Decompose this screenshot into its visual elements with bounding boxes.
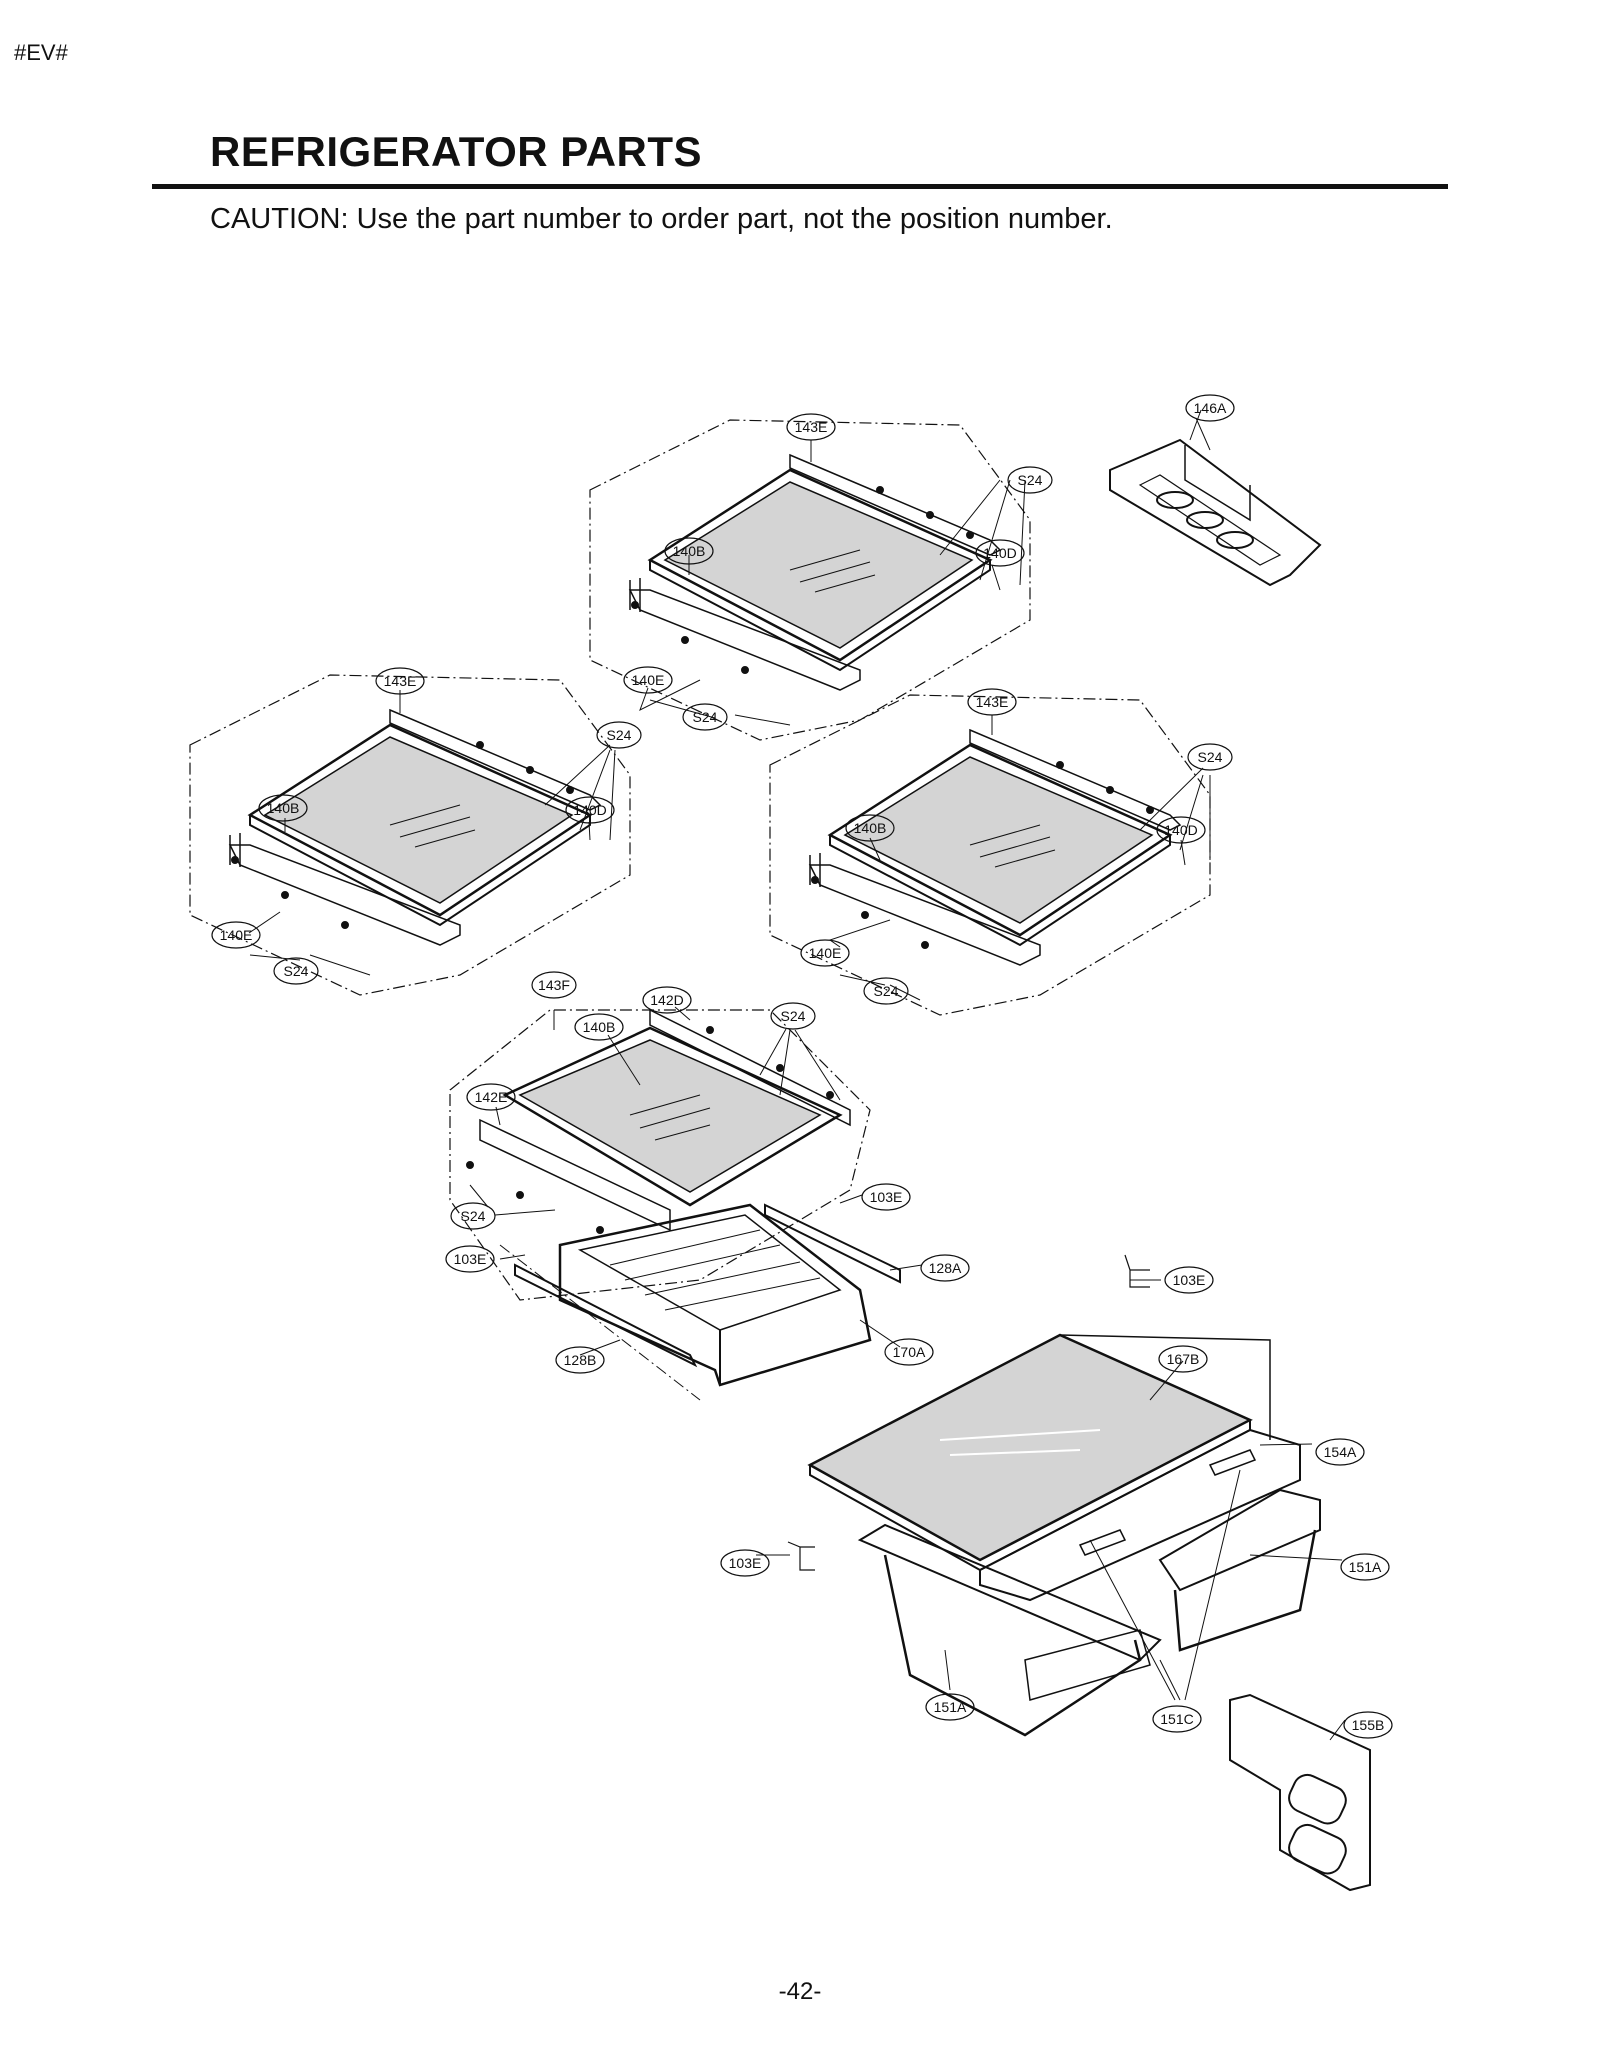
callout-s24-right-low: S24 xyxy=(863,977,909,1005)
svg-text:S24: S24 xyxy=(1198,749,1223,765)
svg-text:154A: 154A xyxy=(1324,1444,1357,1460)
callout-140d-top: 140D xyxy=(975,539,1025,567)
callout-140e-right: 140E xyxy=(800,939,850,967)
svg-text:140B: 140B xyxy=(583,1019,616,1035)
left-vegetable-drawer xyxy=(857,1523,1162,1737)
callout-s24-middle: S24 xyxy=(770,1002,816,1030)
svg-text:140D: 140D xyxy=(573,802,606,818)
svg-text:103E: 103E xyxy=(729,1555,762,1571)
svg-text:151A: 151A xyxy=(934,1699,967,1715)
svg-text:103E: 103E xyxy=(454,1251,487,1267)
callout-128a: 128A xyxy=(920,1254,970,1282)
middle-shelf-assembly xyxy=(449,1008,871,1301)
callout-s24-top: S24 xyxy=(1007,466,1053,494)
callout-s24-left-low: S24 xyxy=(273,957,319,985)
svg-text:S24: S24 xyxy=(781,1008,806,1024)
svg-text:S24: S24 xyxy=(693,709,718,725)
callout-103e-b: 103E xyxy=(445,1245,495,1273)
callout-151c: 151C xyxy=(1152,1705,1202,1733)
svg-text:S24: S24 xyxy=(874,983,899,999)
svg-text:140D: 140D xyxy=(1164,822,1197,838)
page-title: REFRIGERATOR PARTS xyxy=(210,128,703,175)
svg-text:143E: 143E xyxy=(384,673,417,689)
svg-text:140B: 140B xyxy=(854,820,887,836)
svg-text:S24: S24 xyxy=(607,727,632,743)
svg-text:103E: 103E xyxy=(870,1189,903,1205)
callout-143e-left: 143E xyxy=(375,667,425,695)
svg-text:140B: 140B xyxy=(267,800,300,816)
callout-103e-c: 103E xyxy=(1164,1266,1214,1294)
callout-140b-left: 140B xyxy=(258,794,308,822)
loose-screws xyxy=(787,1254,1150,1571)
drawer-frame xyxy=(979,1428,1301,1602)
callout-143e-top: 143E xyxy=(786,413,836,441)
right-shelf-assembly xyxy=(768,693,1212,1017)
left-shelf-assembly xyxy=(188,673,632,997)
right-vegetable-drawer xyxy=(1158,1488,1321,1652)
callout-146a: 146A xyxy=(1185,394,1235,422)
svg-text:S24: S24 xyxy=(1018,472,1043,488)
svg-text:143E: 143E xyxy=(976,694,1009,710)
callout-142d: 142D xyxy=(642,986,692,1014)
svg-text:140D: 140D xyxy=(983,545,1016,561)
svg-text:103E: 103E xyxy=(1173,1272,1206,1288)
callout-s24-middle-low: S24 xyxy=(450,1202,496,1230)
svg-text:128A: 128A xyxy=(929,1260,962,1276)
svg-text:140E: 140E xyxy=(220,927,253,943)
callout-140b-top: 140B xyxy=(664,537,714,565)
callout-151a-left: 151A xyxy=(925,1693,975,1721)
callout-140d-right: 140D xyxy=(1156,816,1206,844)
svg-text:S24: S24 xyxy=(284,963,309,979)
svg-text:151C: 151C xyxy=(1160,1711,1193,1727)
callout-140e-top: 140E xyxy=(623,666,673,694)
document-code: #EV# xyxy=(14,40,68,65)
drawer-cover-glass xyxy=(807,1333,1271,1572)
svg-text:170A: 170A xyxy=(893,1344,926,1360)
svg-text:142E: 142E xyxy=(475,1089,508,1105)
page-number: -42- xyxy=(778,1978,822,2005)
caution-note: CAUTION: Use the part number to order pa… xyxy=(210,203,1113,235)
callout-151a-right: 151A xyxy=(1340,1553,1390,1581)
callout-103e-d: 103E xyxy=(720,1549,770,1577)
egg-tray-146a xyxy=(1109,438,1322,587)
callout-140b-right: 140B xyxy=(845,814,895,842)
callout-155b: 155B xyxy=(1343,1711,1393,1739)
callout-143e-right-label: 143E xyxy=(967,688,1017,716)
title-underline xyxy=(152,184,1448,189)
svg-text:151A: 151A xyxy=(1349,1559,1382,1575)
callout-140b-middle: 140B xyxy=(574,1013,624,1041)
svg-text:167B: 167B xyxy=(1167,1351,1200,1367)
callout-s24-right: S24 xyxy=(1187,743,1233,771)
callout-s24-left: S24 xyxy=(596,721,642,749)
svg-text:155B: 155B xyxy=(1352,1717,1385,1733)
drawer-divider-155b xyxy=(1229,1693,1371,1892)
callout-s24-top-low: S24 xyxy=(682,703,728,731)
callout-154a: 154A xyxy=(1315,1438,1365,1466)
svg-text:128B: 128B xyxy=(564,1352,597,1368)
svg-text:140E: 140E xyxy=(809,945,842,961)
svg-text:S24: S24 xyxy=(461,1208,486,1224)
callout-167b: 167B xyxy=(1158,1345,1208,1373)
callout-140d-left: 140D xyxy=(565,796,615,824)
callout-128b: 128B xyxy=(555,1346,605,1374)
svg-text:140B: 140B xyxy=(673,543,706,559)
callout-142e: 142E xyxy=(466,1083,516,1111)
callout-143f: 143F xyxy=(531,971,577,999)
svg-text:143F: 143F xyxy=(538,977,570,993)
svg-text:142D: 142D xyxy=(650,992,683,1008)
callout-170a: 170A xyxy=(884,1338,934,1366)
svg-text:140E: 140E xyxy=(632,672,665,688)
crisper-drawer xyxy=(499,1203,901,1401)
callout-140e-left: 140E xyxy=(211,921,261,949)
callout-103e-a: 103E xyxy=(861,1183,911,1211)
svg-text:143E: 143E xyxy=(795,419,828,435)
svg-text:146A: 146A xyxy=(1194,400,1227,416)
